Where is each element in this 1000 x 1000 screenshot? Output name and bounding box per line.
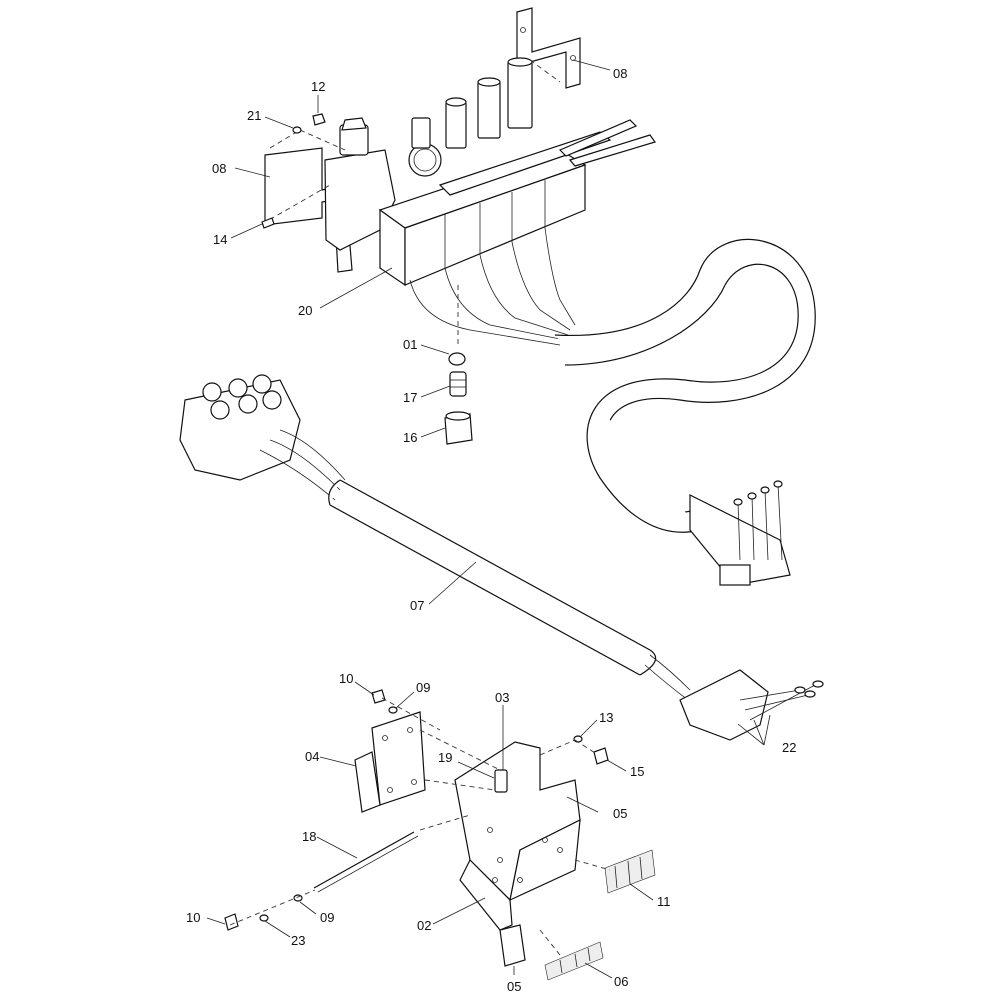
bolt-15	[593, 747, 609, 765]
control-valve-left	[179, 374, 346, 501]
washer-21	[292, 126, 302, 134]
callout-16: 16	[403, 430, 417, 445]
callout-14: 14	[213, 232, 227, 247]
callout-13: 13	[599, 710, 613, 725]
callout-19: 19	[438, 750, 452, 765]
callout-06: 06	[614, 974, 628, 989]
callout-11: 11	[657, 894, 671, 909]
callout-03: 03	[495, 690, 509, 705]
callout-01: 01	[403, 337, 417, 352]
decal-11	[604, 849, 656, 894]
callout-20: 20	[298, 303, 312, 318]
callout-23: 23	[291, 933, 305, 948]
callout-09-upper: 09	[416, 680, 430, 695]
callout-12: 12	[311, 79, 325, 94]
callout-09-lower: 09	[320, 910, 334, 925]
nut-10-upper	[371, 689, 386, 704]
callout-08-left: 08	[212, 161, 226, 176]
nut-10-lower	[224, 913, 239, 931]
washer-09-upper	[388, 706, 398, 714]
callout-17: 17	[403, 390, 417, 405]
bracket-04	[354, 711, 426, 813]
valve-block-assembly	[264, 7, 656, 346]
callout-18: 18	[302, 829, 316, 844]
callout-22: 22	[782, 740, 796, 755]
callout-05-lower: 05	[507, 979, 521, 994]
nut-12	[312, 113, 326, 126]
cap-16	[444, 411, 473, 445]
callout-07: 07	[410, 598, 424, 613]
cable-07	[328, 479, 691, 701]
callout-05-upper: 05	[613, 806, 627, 821]
lever-cluster-right	[689, 480, 791, 586]
decal-06	[544, 941, 604, 981]
callout-02: 02	[417, 918, 431, 933]
rod-18	[313, 831, 419, 893]
callout-15: 15	[630, 764, 644, 779]
callout-04: 04	[305, 749, 319, 764]
lever-cluster-22	[679, 669, 824, 741]
hose-loop	[554, 238, 816, 533]
o-ring-01	[448, 352, 466, 366]
callout-10-upper: 10	[339, 671, 353, 686]
screw-14	[261, 217, 275, 229]
callout-08-top: 08	[613, 66, 627, 81]
washer-23	[259, 914, 269, 922]
washer-13	[573, 735, 583, 743]
spring-17	[449, 371, 467, 397]
callout-10-lower: 10	[186, 910, 200, 925]
callout-21: 21	[247, 108, 261, 123]
bracket-03-02	[454, 741, 581, 967]
